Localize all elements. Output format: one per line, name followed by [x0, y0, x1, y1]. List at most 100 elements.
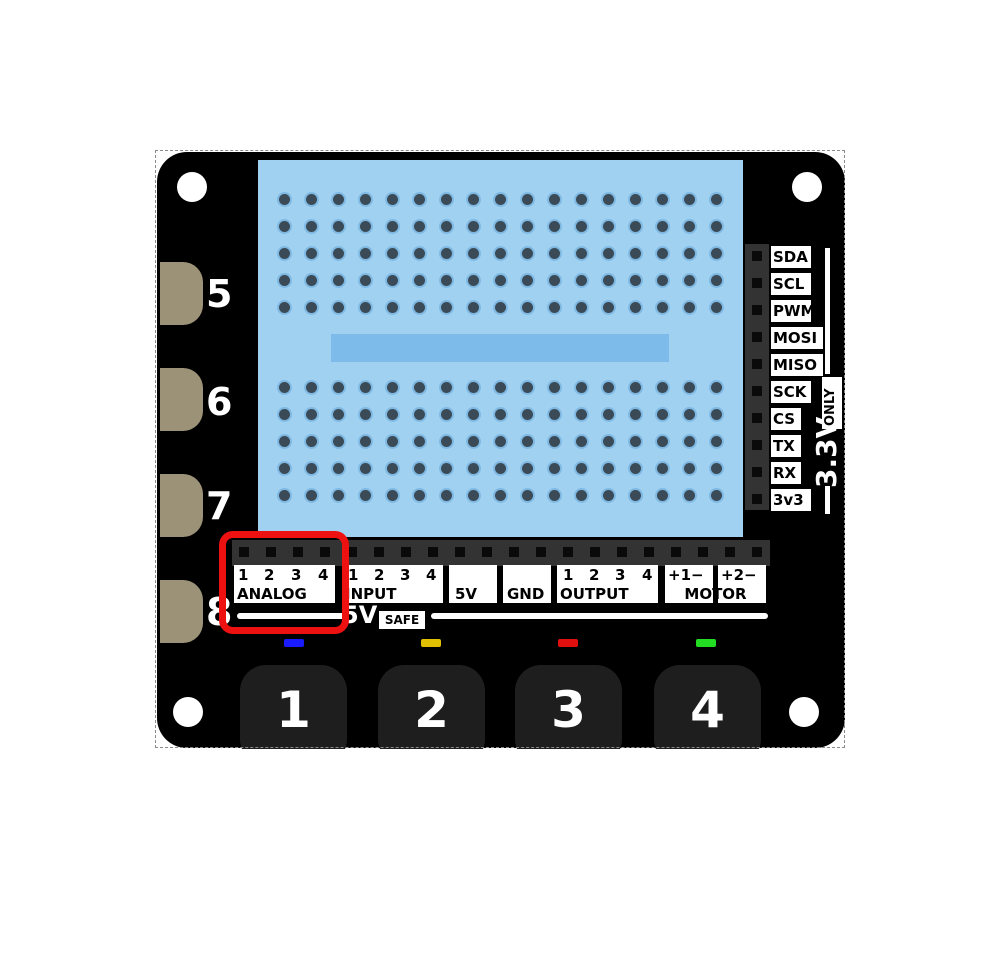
- breadboard-hole: [576, 463, 587, 474]
- bottom-pin[interactable]: [698, 547, 708, 557]
- breadboard-hole: [657, 221, 668, 232]
- breadboard-hole: [684, 194, 695, 205]
- breadboard-hole: [333, 275, 344, 286]
- breadboard-hole: [495, 194, 506, 205]
- bottom-pin[interactable]: [752, 547, 762, 557]
- bottom-pin[interactable]: [320, 547, 330, 557]
- led-4-icon: [696, 639, 716, 647]
- bottom-pin[interactable]: [239, 547, 249, 557]
- breadboard-hole: [711, 221, 722, 232]
- motor-group: +1− +2− MOTOR: [665, 565, 766, 603]
- breadboard-hole: [495, 302, 506, 313]
- button-3[interactable]: 3: [515, 665, 622, 765]
- breadboard-hole: [279, 436, 290, 447]
- button-2[interactable]: 2: [378, 665, 485, 765]
- breadboard-hole: [387, 221, 398, 232]
- bottom-pin[interactable]: [671, 547, 681, 557]
- output-pin-number: 3: [615, 566, 626, 584]
- side-pin[interactable]: [752, 278, 762, 288]
- side-pin-label: SCL: [771, 273, 811, 295]
- bottom-pin[interactable]: [293, 547, 303, 557]
- edge-pad-8[interactable]: [160, 580, 203, 643]
- button-4[interactable]: 4: [654, 665, 761, 765]
- breadboard-hole: [306, 275, 317, 286]
- bottom-pin[interactable]: [482, 547, 492, 557]
- breadboard-hole: [468, 302, 479, 313]
- mount-hole-icon: [789, 697, 819, 727]
- breadboard-hole: [387, 275, 398, 286]
- breadboard-hole: [684, 248, 695, 259]
- analog-pin-number: 3: [291, 566, 302, 584]
- bottom-pin[interactable]: [509, 547, 519, 557]
- edge-pad-7[interactable]: [160, 474, 203, 537]
- breadboard-hole: [279, 302, 290, 313]
- bottom-pin[interactable]: [536, 547, 546, 557]
- bottom-pin[interactable]: [644, 547, 654, 557]
- breadboard-hole: [549, 490, 560, 501]
- breadboard-hole: [414, 248, 425, 259]
- side-pin[interactable]: [752, 251, 762, 261]
- breadboard-hole: [603, 275, 614, 286]
- edge-pad-6[interactable]: [160, 368, 203, 431]
- breadboard-hole: [387, 436, 398, 447]
- breadboard-hole: [576, 248, 587, 259]
- side-pin[interactable]: [752, 467, 762, 477]
- bottom-pin[interactable]: [563, 547, 573, 557]
- side-pin[interactable]: [752, 359, 762, 369]
- bottom-pin[interactable]: [266, 547, 276, 557]
- breadboard-hole: [306, 463, 317, 474]
- breadboard-hole: [603, 382, 614, 393]
- analog-pin-number: 1: [238, 566, 249, 584]
- breadboard-hole: [360, 382, 371, 393]
- edge-pad-5[interactable]: [160, 262, 203, 325]
- breadboard-hole: [711, 275, 722, 286]
- breadboard-hole: [603, 194, 614, 205]
- breadboard-hole: [711, 436, 722, 447]
- breadboard-hole: [333, 436, 344, 447]
- analog-highlight-box: [219, 531, 349, 634]
- side-pin[interactable]: [752, 494, 762, 504]
- edge-pad-label: 7: [206, 484, 233, 528]
- bottom-pin[interactable]: [401, 547, 411, 557]
- motor-2-box: [718, 565, 766, 603]
- breadboard-hole: [360, 409, 371, 420]
- side-pin[interactable]: [752, 440, 762, 450]
- side-pin[interactable]: [752, 305, 762, 315]
- breadboard-hole: [522, 463, 533, 474]
- breadboard-hole: [360, 302, 371, 313]
- side-pin[interactable]: [752, 386, 762, 396]
- breadboard-hole: [657, 194, 668, 205]
- safe-bar: [431, 613, 768, 619]
- breadboard-hole: [684, 409, 695, 420]
- breadboard-hole: [387, 409, 398, 420]
- side-pin-header: [745, 244, 769, 510]
- safe-bar: [237, 613, 347, 619]
- bottom-pin[interactable]: [455, 547, 465, 557]
- breadboard-hole: [711, 463, 722, 474]
- breadboard-hole: [576, 490, 587, 501]
- bottom-pin[interactable]: [725, 547, 735, 557]
- analog-group: 1 2 3 4 ANALOG: [234, 565, 335, 603]
- side-pin[interactable]: [752, 332, 762, 342]
- button-1[interactable]: 1: [240, 665, 347, 765]
- side-pin-label: RX: [771, 462, 801, 484]
- bottom-pin[interactable]: [347, 547, 357, 557]
- breadboard-hole: [576, 436, 587, 447]
- bottom-pin[interactable]: [617, 547, 627, 557]
- breadboard-hole: [549, 275, 560, 286]
- bottom-pin[interactable]: [428, 547, 438, 557]
- breadboard-center-channel: [331, 334, 669, 362]
- breadboard-hole: [711, 302, 722, 313]
- side-pin[interactable]: [752, 413, 762, 423]
- bottom-pin[interactable]: [374, 547, 384, 557]
- breadboard-hole: [468, 221, 479, 232]
- bottom-pin[interactable]: [590, 547, 600, 557]
- breadboard-hole: [549, 302, 560, 313]
- breadboard-hole: [495, 490, 506, 501]
- breadboard-hole: [522, 436, 533, 447]
- breadboard-hole: [468, 490, 479, 501]
- breadboard-hole: [711, 248, 722, 259]
- breadboard-hole: [549, 194, 560, 205]
- breadboard-hole: [360, 248, 371, 259]
